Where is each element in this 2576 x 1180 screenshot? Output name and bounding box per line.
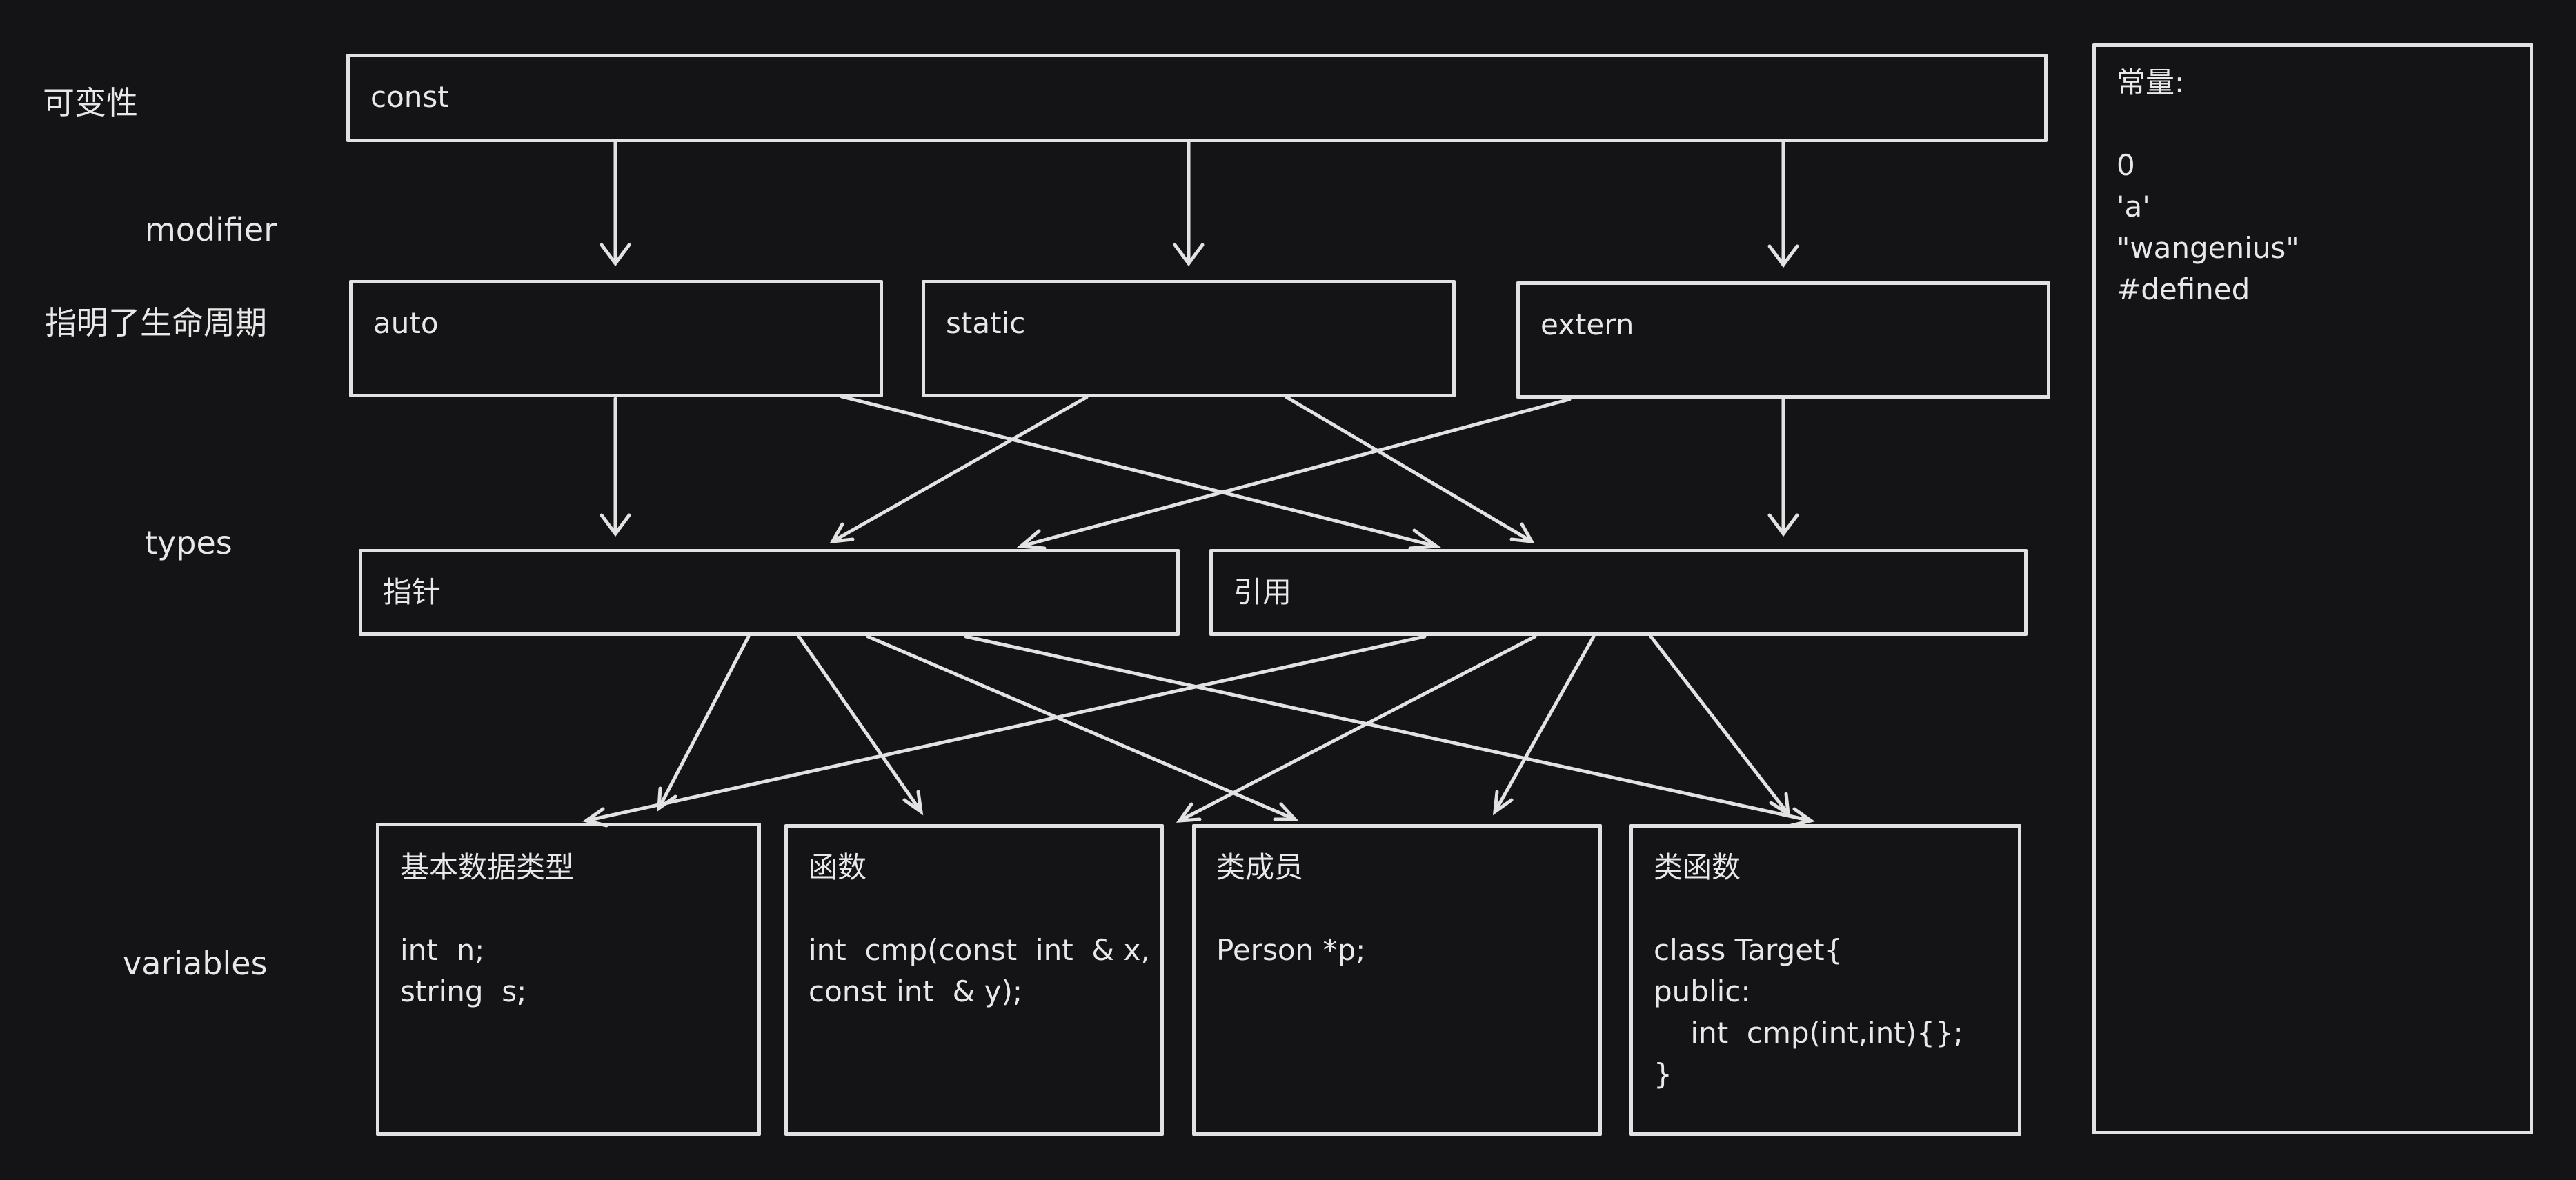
box-pointer: 指针 <box>359 549 1180 636</box>
box-reference: 引用 <box>1209 549 2028 636</box>
label-variables: variables <box>123 945 268 982</box>
box-class-member: 类成员 Person *p; <box>1192 824 1602 1136</box>
constants-panel: 常量: 0 'a' "wangenius" #defined <box>2092 43 2533 1134</box>
arrow-auto-reference <box>840 394 1438 548</box>
arrowhead <box>1173 243 1205 267</box>
box-basic-types: 基本数据类型 int n; string s; <box>376 823 761 1136</box>
box-function-text: 函数 int cmp(const int & x, const int & y)… <box>809 850 1150 1008</box>
arrowhead <box>1016 529 1047 550</box>
arrowhead <box>600 243 631 267</box>
constants-text: 常量: 0 'a' "wangenius" #defined <box>2117 66 2299 306</box>
box-const: const <box>346 54 2048 142</box>
box-static: static <box>922 280 1456 397</box>
label-mutability: 可变性 <box>43 84 138 121</box>
arrowhead <box>902 790 924 816</box>
arrowhead <box>600 513 631 537</box>
box-basic-types-text: 基本数据类型 int n; string s; <box>400 850 575 1008</box>
arrow-reference-classfunc <box>1649 634 1790 816</box>
box-reference-label: 引用 <box>1233 575 1292 609</box>
arrowhead <box>1492 790 1514 816</box>
box-auto: auto <box>349 280 883 397</box>
box-pointer-label: 指针 <box>383 575 442 609</box>
arrowhead <box>1767 244 1799 268</box>
arrowhead <box>1273 802 1299 821</box>
label-modifier: modifier <box>145 211 277 248</box>
arrow-reference-member <box>1178 634 1537 823</box>
arrowhead <box>1789 807 1815 828</box>
arrowhead <box>657 786 677 812</box>
box-const-label: const <box>370 80 449 114</box>
arrow-pointer-classfunc <box>964 634 1813 823</box>
label-types: types <box>145 524 232 561</box>
box-class-function: 类函数 class Target{ public: int cmp(int,in… <box>1629 824 2021 1136</box>
box-function: 函数 int cmp(const int & x, const int & y)… <box>784 824 1164 1136</box>
label-lifecycle: 指明了生命周期 <box>45 304 267 341</box>
arrowhead <box>1509 522 1535 543</box>
arrow-reference-classmember <box>1493 634 1596 814</box>
arrow-pointer-member <box>866 634 1297 821</box>
arrowhead <box>1769 792 1791 817</box>
arrow-static-pointer <box>831 395 1089 543</box>
arrowhead <box>1176 802 1202 823</box>
box-extern: extern <box>1516 281 2050 399</box>
arrowhead <box>1767 513 1799 537</box>
box-extern-label: extern <box>1540 308 1634 341</box>
box-class-member-text: 类成员 Person *p; <box>1216 850 1366 967</box>
box-static-label: static <box>946 306 1026 340</box>
arrow-reference-basic <box>584 634 1427 823</box>
arrowhead <box>829 522 855 543</box>
arrow-pointer-function <box>797 634 923 814</box>
arrow-pointer-basic <box>657 634 751 810</box>
arrow-static-reference <box>1285 395 1534 543</box>
arrow-extern-pointer <box>1019 397 1572 548</box>
box-auto-label: auto <box>373 306 439 340</box>
arrowhead <box>1408 528 1442 550</box>
box-class-function-text: 类函数 class Target{ public: int cmp(int,in… <box>1654 850 1963 1091</box>
